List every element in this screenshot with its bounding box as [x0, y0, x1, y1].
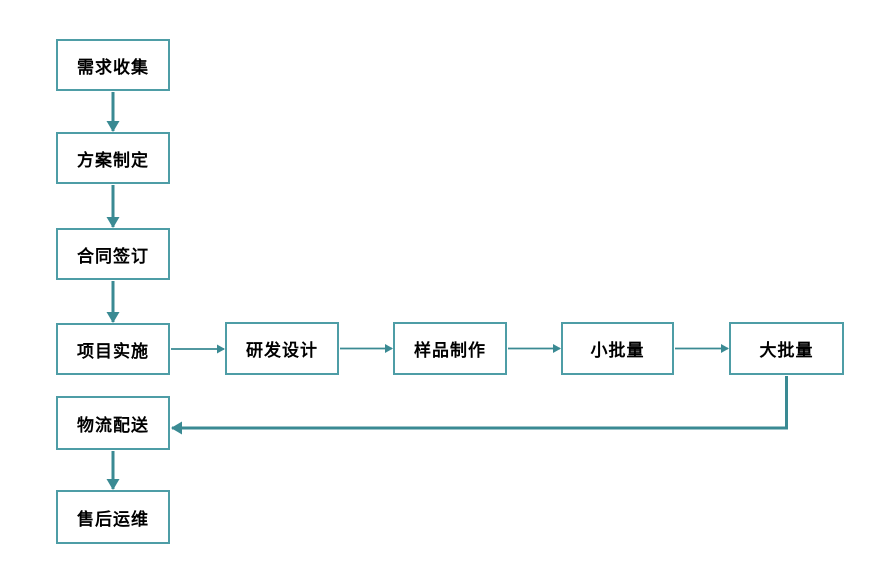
flow-node-xiangmu: 项目实施 [56, 323, 170, 375]
flow-node-wuliu: 物流配送 [56, 396, 170, 450]
flow-node-shouhou: 售后运维 [56, 490, 170, 544]
flow-node-dapiliang: 大批量 [729, 322, 844, 375]
flow-node-xiaopiliang: 小批量 [561, 322, 674, 375]
flow-node-label-wuliu: 物流配送 [77, 415, 149, 436]
flow-edge-dapiliang-to-wuliu [171, 376, 788, 435]
flow-node-label-xiaopiliang: 小批量 [590, 341, 645, 361]
flow-node-yanfa: 研发设计 [225, 322, 339, 375]
flow-node-yangpin: 样品制作 [393, 322, 507, 375]
flow-node-xuqiu: 需求收集 [56, 39, 170, 91]
flow-node-label-fangan: 方案制定 [77, 150, 149, 171]
flow-node-label-yangpin: 样品制作 [414, 341, 486, 361]
flow-node-hetong: 合同签订 [56, 228, 170, 280]
flow-node-label-hetong: 合同签订 [77, 246, 149, 267]
flow-node-label-shouhou: 售后运维 [77, 509, 149, 530]
flow-node-label-dapiliang: 大批量 [759, 341, 814, 361]
flow-node-fangan: 方案制定 [56, 132, 170, 184]
flow-node-label-xuqiu: 需求收集 [77, 57, 149, 78]
flow-node-label-xiangmu: 项目实施 [77, 341, 149, 362]
flow-node-label-yanfa: 研发设计 [246, 341, 318, 361]
